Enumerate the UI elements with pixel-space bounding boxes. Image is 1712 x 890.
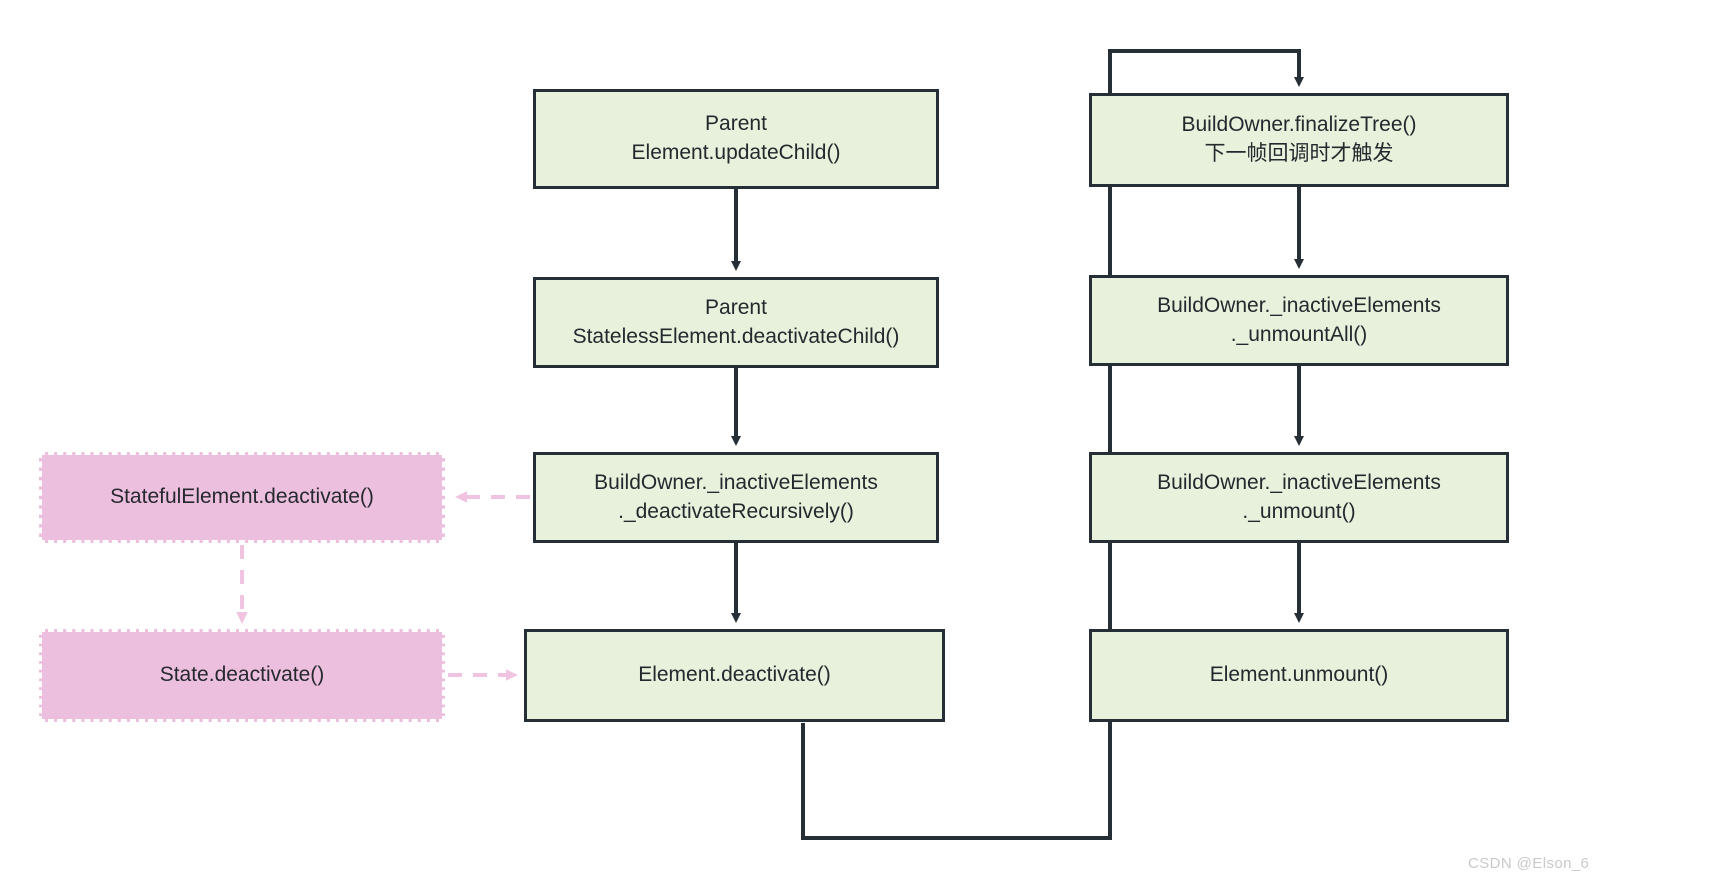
csdn-watermark: CSDN @Elson_6: [1468, 855, 1590, 872]
node-build-owner-finalize-tree[interactable]: BuildOwner.finalizeTree() 下一帧回调时才触发: [1089, 93, 1509, 187]
node-element-unmount[interactable]: Element.unmount(): [1089, 629, 1509, 722]
node-build-owner-unmount[interactable]: BuildOwner._inactiveElements ._unmount(): [1089, 452, 1509, 543]
node-parent-element-update-child[interactable]: Parent Element.updateChild(): [533, 89, 939, 189]
node-stateful-element-deactivate[interactable]: StatefulElement.deactivate(): [39, 452, 445, 543]
node-element-deactivate[interactable]: Element.deactivate(): [524, 629, 945, 722]
node-build-owner-unmount-all[interactable]: BuildOwner._inactiveElements ._unmountAl…: [1089, 275, 1509, 366]
node-state-deactivate[interactable]: State.deactivate(): [39, 629, 445, 722]
node-parent-stateless-element-deactivate-child[interactable]: Parent StatelessElement.deactivateChild(…: [533, 277, 939, 368]
node-build-owner-deactivate-recursively[interactable]: BuildOwner._inactiveElements ._deactivat…: [533, 452, 939, 543]
